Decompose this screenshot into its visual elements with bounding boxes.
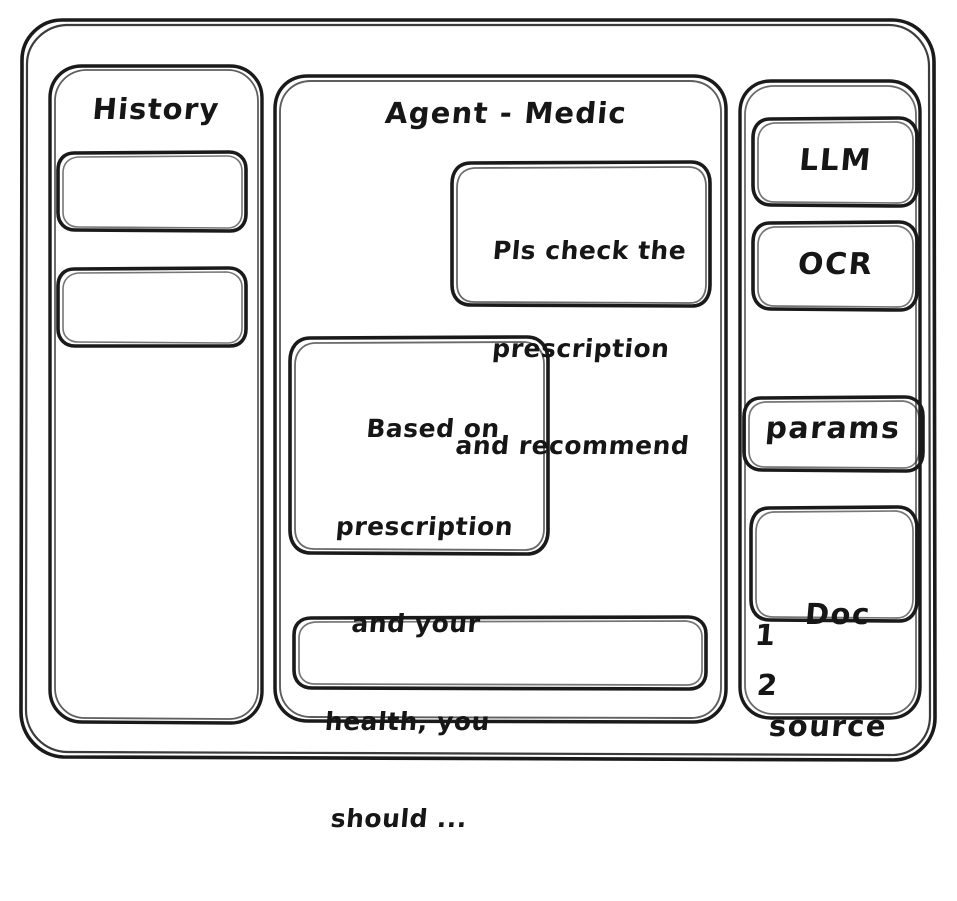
history-item-1-outline xyxy=(56,150,248,233)
chip-doc-source-outline xyxy=(749,505,919,623)
window-frame xyxy=(19,18,937,762)
chip-doc-source-line: source xyxy=(767,708,889,743)
chip-ocr-button[interactable] xyxy=(753,222,917,310)
chip-params-outline xyxy=(742,395,925,473)
chip-ocr-outline xyxy=(751,220,919,312)
assistant-bubble-outline xyxy=(288,335,550,556)
history-panel-title: History xyxy=(91,92,221,126)
user-bubble-outline xyxy=(450,160,712,308)
history-item-1-outline-pass2 xyxy=(62,155,243,229)
window-frame-second-pass xyxy=(24,23,932,757)
wireframe-canvas: History Agent - Medic Pls check the pres… xyxy=(19,18,937,833)
user-bubble-outline-pass2 xyxy=(456,166,707,304)
main-panel-outline xyxy=(273,74,728,724)
composer-outline xyxy=(292,615,708,691)
doc-source-item-1[interactable]: 1 xyxy=(753,618,778,652)
history-item-1[interactable] xyxy=(58,152,246,231)
history-item-2-outline-pass2 xyxy=(62,271,243,344)
chip-llm-outline-pass2 xyxy=(757,121,914,204)
page-title: Agent - Medic xyxy=(383,96,629,130)
chip-params-outline-pass2 xyxy=(748,400,920,469)
message-input[interactable] xyxy=(294,617,706,689)
assistant-message-bubble xyxy=(290,337,548,554)
doc-source-item-2[interactable]: 2 xyxy=(755,668,780,702)
chip-llm-outline xyxy=(751,116,919,208)
chip-doc-source-outline-pass2 xyxy=(755,510,914,619)
assistant-bubble-outline-pass2 xyxy=(294,341,545,551)
sketch-strokes xyxy=(19,18,937,762)
history-item-2-outline xyxy=(56,266,248,348)
composer-outline-pass2 xyxy=(298,620,703,686)
history-panel-outline-pass2 xyxy=(54,69,259,720)
user-message-bubble xyxy=(452,162,710,306)
tools-panel-outline xyxy=(738,79,922,720)
chip-doc-source-button[interactable] xyxy=(751,507,917,621)
tools-panel-outline-pass2 xyxy=(744,85,917,715)
assistant-message-line: should ... xyxy=(329,804,469,833)
history-panel-outline xyxy=(48,64,264,725)
history-item-2[interactable] xyxy=(58,268,246,346)
main-panel-outline-pass2 xyxy=(279,80,722,719)
chip-params-button[interactable] xyxy=(744,397,923,471)
chip-llm-button[interactable] xyxy=(753,118,917,206)
assistant-message-line: health, you xyxy=(323,706,492,736)
chip-ocr-outline-pass2 xyxy=(757,225,914,308)
